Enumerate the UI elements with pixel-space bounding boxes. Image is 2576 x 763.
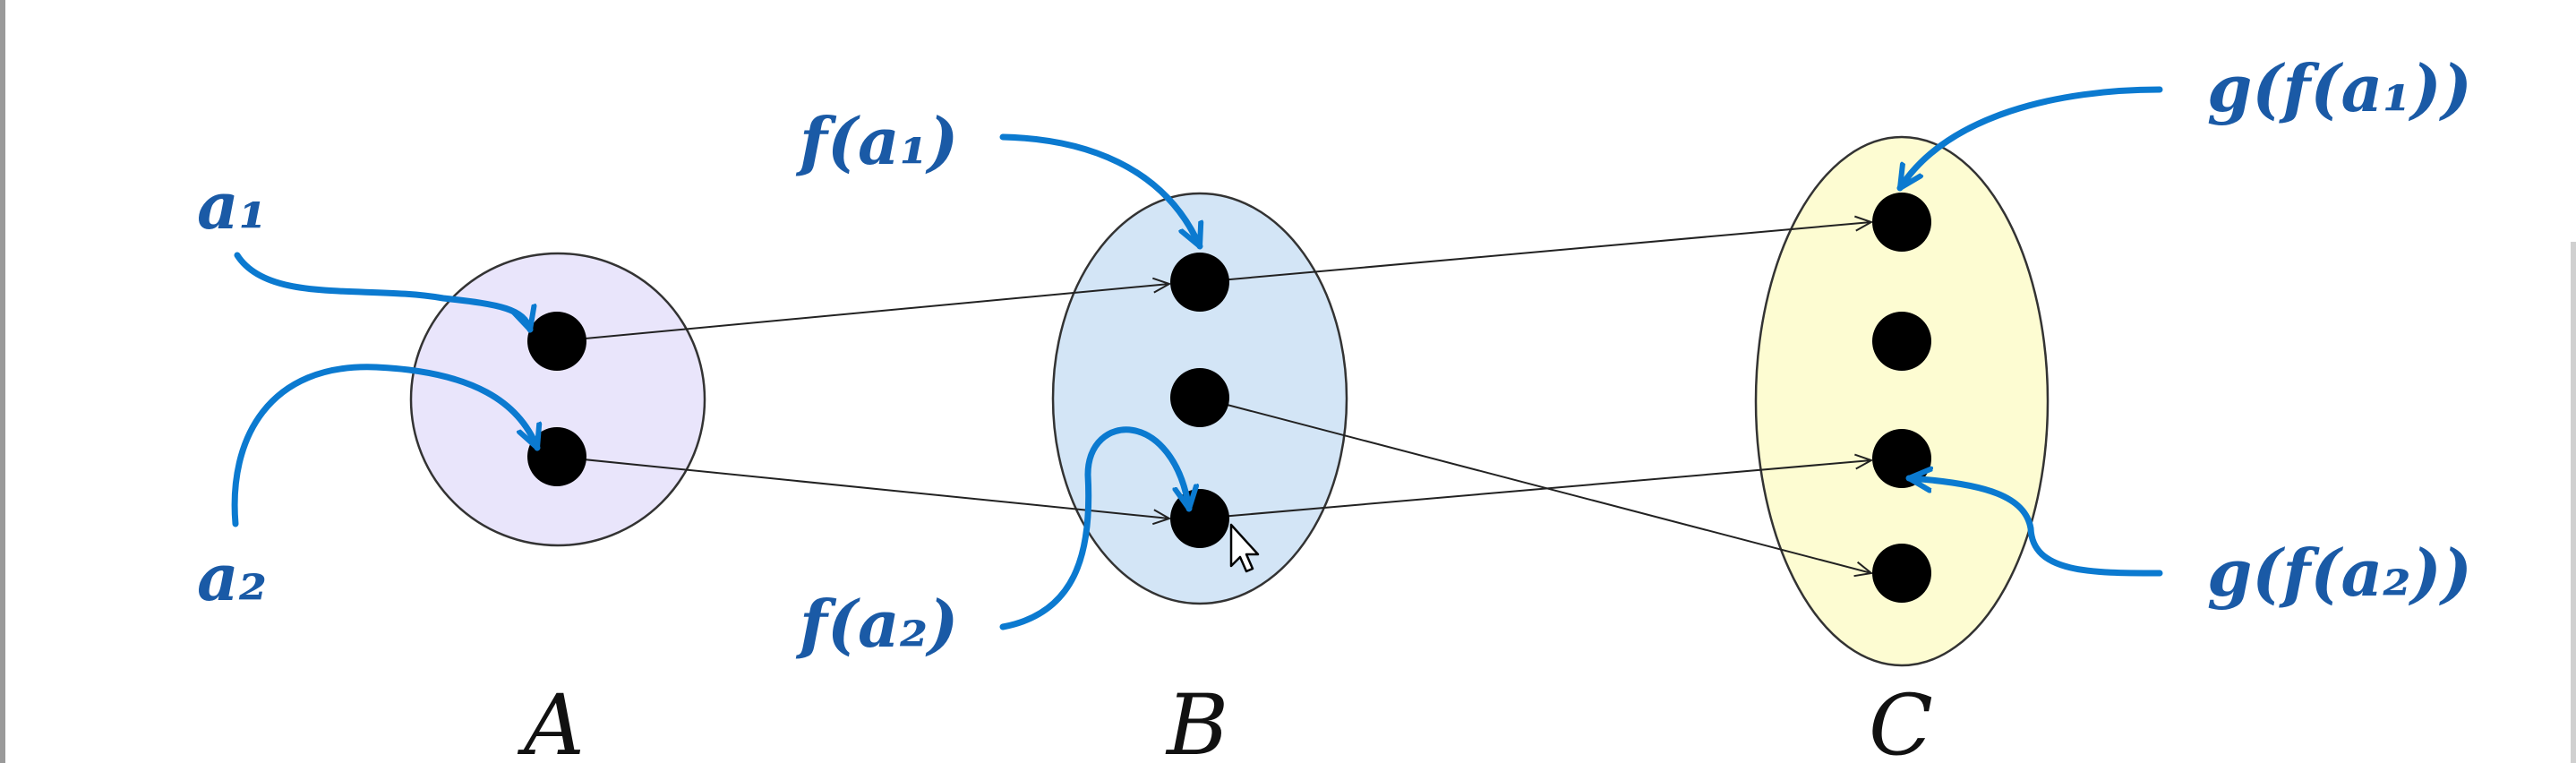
- point-c4: [1872, 544, 1931, 603]
- left-window-edge: [0, 0, 5, 763]
- pointer-fa1: [999, 133, 1200, 250]
- arrow-a2-to-fa2: [556, 456, 1169, 519]
- set-a-points: [527, 312, 586, 486]
- label-f-a1: f(a₁): [795, 103, 958, 179]
- mouse-pointer-icon: [1229, 523, 1260, 573]
- label-g-f-a2: g(f(a₂)): [2207, 535, 2472, 611]
- set-a-ellipse: [409, 252, 706, 547]
- point-gfa1: [1872, 193, 1931, 252]
- pointer-a2: [231, 364, 537, 527]
- pointer-fa2: [999, 426, 1189, 630]
- set-a-label: A: [517, 677, 585, 763]
- arrow-fa1-to-gfa1: [1199, 222, 1871, 283]
- pointer-a1: [234, 252, 530, 333]
- mapping-arrows: [556, 222, 1871, 573]
- set-b-label: B: [1165, 677, 1228, 763]
- point-fa2: [1170, 489, 1229, 548]
- pointer-gfa2: [1905, 478, 2163, 577]
- label-g-f-a1: g(f(a₁)): [2207, 50, 2472, 126]
- arrow-fa2-to-gfa2: [1199, 460, 1871, 519]
- arrow-b2-to-c4: [1199, 397, 1871, 573]
- label-a2: a₂: [197, 539, 267, 615]
- annotation-pointers: [231, 86, 2163, 630]
- point-b2: [1170, 368, 1229, 427]
- set-b-points: [1170, 253, 1229, 548]
- set-c-ellipse: [1754, 135, 2050, 667]
- label-f-a2: f(a₂): [795, 586, 958, 662]
- point-fa1: [1170, 253, 1229, 312]
- point-a1: [527, 312, 586, 371]
- set-c-points: [1872, 193, 1931, 603]
- point-a2: [527, 427, 586, 486]
- pointer-gfa1: [1896, 86, 2163, 192]
- right-window-edge: [2571, 242, 2576, 763]
- point-c2: [1872, 312, 1931, 371]
- arrow-a1-to-fa1: [556, 284, 1169, 342]
- set-c-label: C: [1869, 677, 1933, 763]
- label-a1: a₁: [197, 167, 267, 244]
